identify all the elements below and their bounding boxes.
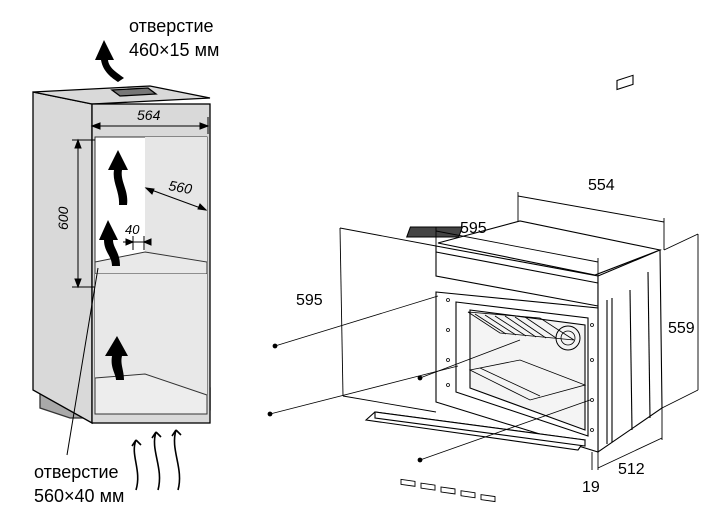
oven-depth-top-label: 554 bbox=[588, 177, 615, 194]
cabinet-floor bbox=[94, 373, 208, 415]
oven-right-side bbox=[597, 249, 663, 454]
top-opening-size: 460×15 мм bbox=[129, 40, 219, 60]
incoming-air-lines bbox=[131, 429, 182, 491]
cabinet-width-label: 564 bbox=[137, 107, 161, 123]
top-opening-slot bbox=[110, 87, 158, 97]
oven-dimensions bbox=[339, 192, 699, 470]
oven-door-thickness-label: 19 bbox=[582, 479, 600, 496]
oven-side-height-label: 559 bbox=[668, 320, 695, 337]
oven-side-handle bbox=[616, 74, 634, 91]
cabinet-gap-label: 40 bbox=[125, 222, 140, 237]
cabinet-lower-back bbox=[95, 274, 207, 395]
cabinet-upper-back bbox=[145, 137, 207, 287]
airflow-arrows bbox=[95, 40, 128, 380]
oven-drawing bbox=[364, 74, 663, 503]
oven-fan bbox=[555, 325, 581, 351]
oven-door-vents bbox=[400, 478, 496, 503]
cabinet-left-side bbox=[32, 91, 93, 425]
cabinet-depth-label: 560 bbox=[167, 177, 193, 197]
airflow-arrow-upper-1 bbox=[108, 150, 128, 205]
bottom-opening-size: 560×40 мм bbox=[34, 486, 124, 506]
airflow-arrow-upper-2 bbox=[99, 220, 120, 266]
oven-leader-lines bbox=[267, 295, 591, 463]
oven-rack-lower bbox=[468, 359, 587, 401]
airflow-arrow-top bbox=[95, 40, 124, 82]
bottom-opening-label: отверстие bbox=[34, 462, 119, 482]
oven-rack-upper bbox=[467, 311, 575, 341]
cabinet-height-label: 600 bbox=[55, 206, 71, 230]
cabinet-dimensions bbox=[66, 117, 210, 456]
oven-side-depth-label: 512 bbox=[618, 461, 645, 478]
oven-front-width-label: 595 bbox=[460, 220, 487, 237]
oven-front-height-label: 595 bbox=[296, 292, 323, 309]
top-opening-label: отверстие bbox=[129, 16, 214, 36]
airflow-arrow-lower bbox=[105, 336, 128, 380]
